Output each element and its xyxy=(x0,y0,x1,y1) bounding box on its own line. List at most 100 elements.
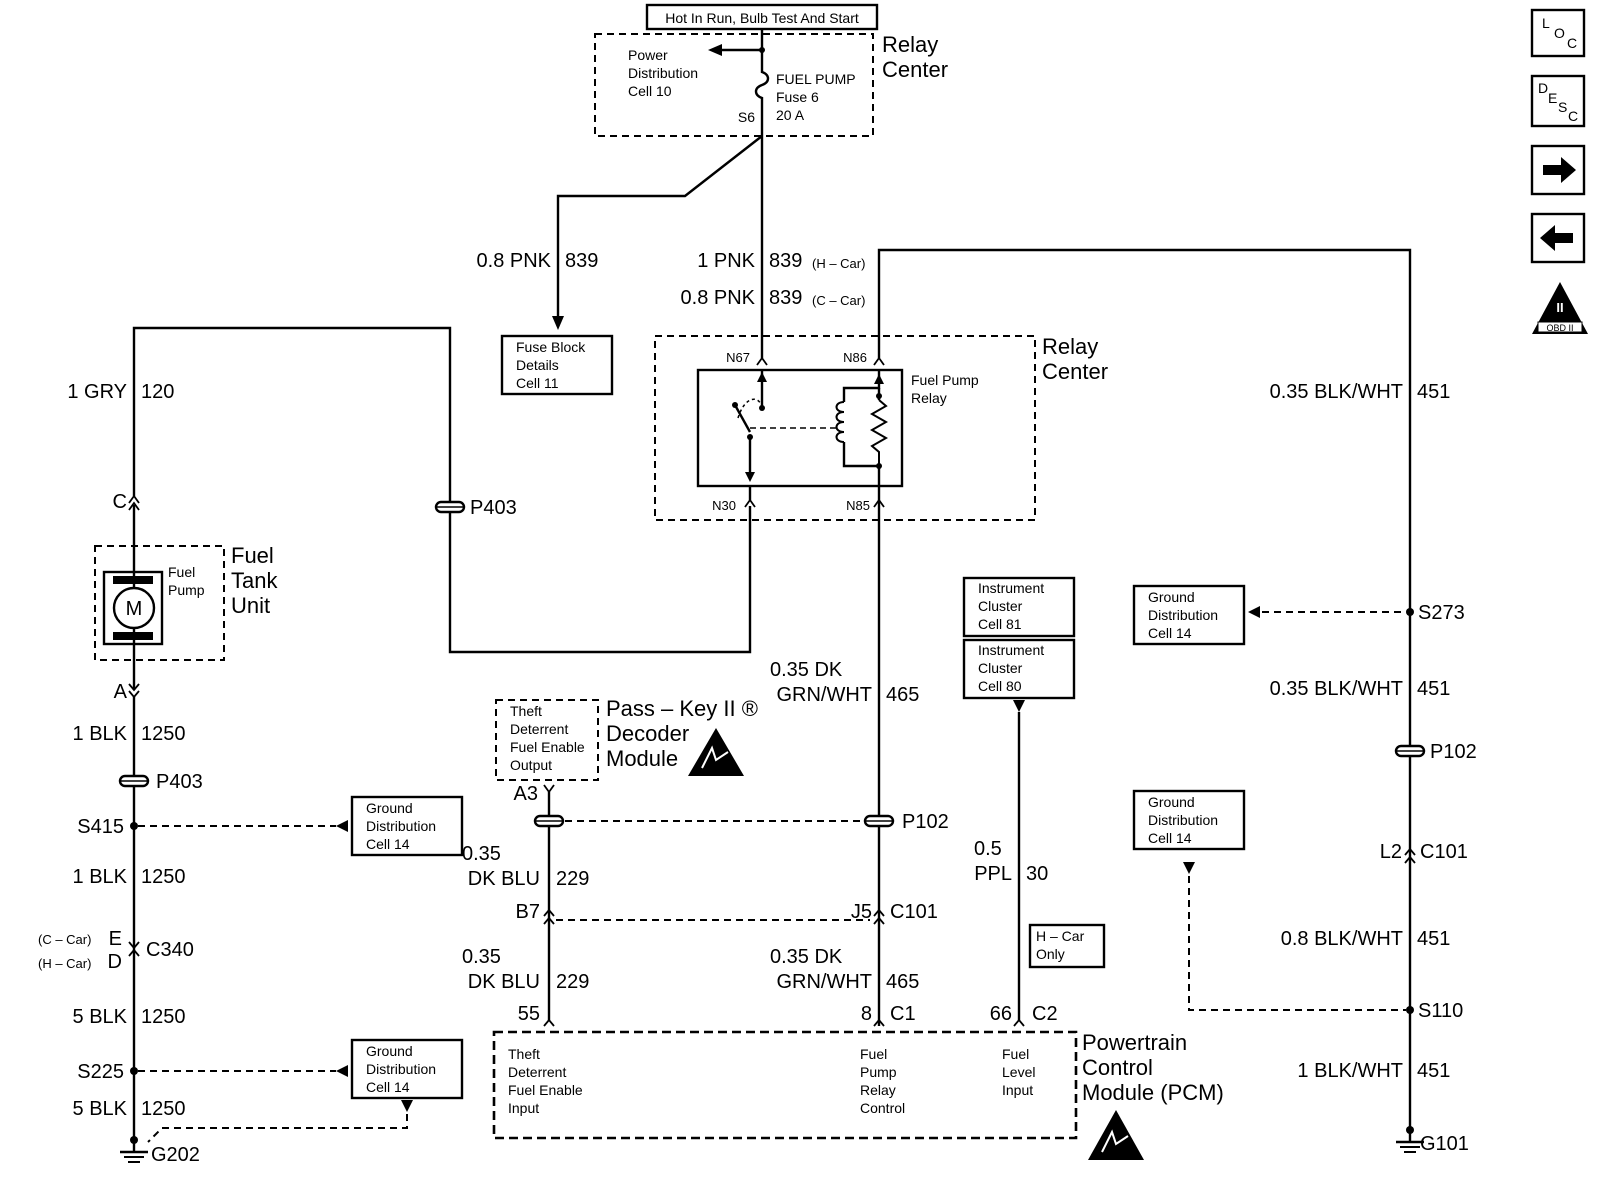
s225-label: S225 xyxy=(77,1061,124,1083)
gd4-l1: Ground xyxy=(1148,794,1195,810)
hcar-only-l2: Only xyxy=(1036,946,1065,962)
w839c-num: 839 xyxy=(769,287,802,309)
w451b-num: 451 xyxy=(1417,678,1450,700)
pin-n86: N86 xyxy=(843,350,867,365)
ground-g202-icon xyxy=(120,1150,148,1163)
desc-c: C xyxy=(1568,108,1578,124)
w1250c-size: 5 BLK xyxy=(73,1006,128,1028)
pcm-b2: Pump xyxy=(860,1064,897,1080)
pcm-a4: Input xyxy=(508,1100,539,1116)
fuel-tank-t1: Fuel xyxy=(231,543,274,568)
w839c-size: 0.8 PNK xyxy=(681,287,756,309)
relay-center-mid-title2: Center xyxy=(1042,359,1108,384)
pin-55-label: 55 xyxy=(518,1003,540,1025)
passkey-in3: Fuel Enable xyxy=(510,739,585,755)
gd3-l1: Ground xyxy=(1148,589,1195,605)
relay-resistor-icon xyxy=(869,399,889,466)
passkey-t1: Pass – Key II ® xyxy=(606,696,758,721)
fuse-block-details-box[interactable] xyxy=(500,334,614,396)
pin-j5-label: J5 xyxy=(851,901,872,923)
arrow-right-icon xyxy=(1543,157,1576,183)
w465a-size1: 0.35 DK xyxy=(770,659,843,681)
instrument-cluster-80-box[interactable] xyxy=(962,638,1076,700)
g202-label: G202 xyxy=(151,1144,200,1166)
w451d-size: 1 BLK/WHT xyxy=(1297,1060,1403,1082)
ic81-l3: Cell 81 xyxy=(978,616,1022,632)
splice-s110 xyxy=(1406,1006,1414,1014)
pcm-c2: Level xyxy=(1002,1064,1035,1080)
pin-a3-label: A3 xyxy=(514,783,538,805)
fuse-block-l3: Cell 11 xyxy=(516,375,559,391)
pcm-t2: Control xyxy=(1082,1055,1153,1080)
ic81-l1: Instrument xyxy=(978,580,1044,596)
c340-e-note: (C – Car) xyxy=(38,932,91,947)
ic81-l2: Cluster xyxy=(978,598,1023,614)
ic80-l3: Cell 80 xyxy=(978,678,1022,694)
w1250c-num: 1250 xyxy=(141,1006,186,1028)
loc-c: C xyxy=(1567,35,1577,51)
w229b-num: 229 xyxy=(556,971,589,993)
w1250a-size: 1 BLK xyxy=(73,723,128,745)
w30-size1: 0.5 xyxy=(974,838,1002,860)
desc-button[interactable]: D E S C xyxy=(1530,74,1586,128)
passkey-output-box xyxy=(495,699,599,781)
c340-d-note: (H – Car) xyxy=(38,956,91,971)
splice-s273 xyxy=(1406,608,1414,616)
pcm-b4: Control xyxy=(860,1100,905,1116)
p102-connector-b xyxy=(863,814,895,828)
w839a-size: 0.8 PNK xyxy=(477,250,552,272)
p403-label-b: P403 xyxy=(156,771,203,793)
gd4-l3: Cell 14 xyxy=(1148,830,1192,846)
loc-l: L xyxy=(1542,15,1550,31)
motor-label: M xyxy=(126,598,143,620)
ground-distribution-box-4[interactable] xyxy=(1132,789,1246,851)
loc-o: O xyxy=(1554,25,1565,41)
w465a-size2: GRN/WHT xyxy=(776,684,872,706)
s273-label: S273 xyxy=(1418,602,1465,624)
relay-center-top-title1: Relay xyxy=(882,32,938,57)
splice-s415 xyxy=(130,822,138,830)
loc-button[interactable]: L O C xyxy=(1530,8,1586,58)
next-button[interactable] xyxy=(1530,144,1586,196)
gd3-l2: Distribution xyxy=(1148,607,1218,623)
w120-size: 1 GRY xyxy=(67,381,127,403)
w1250b-num: 1250 xyxy=(141,866,186,888)
w229a-num: 229 xyxy=(556,868,589,890)
ground-distribution-box-1[interactable] xyxy=(350,795,464,857)
w839c-note: (C – Car) xyxy=(812,293,865,308)
pin-a-label: A xyxy=(114,681,128,703)
gd1-l3: Cell 14 xyxy=(366,836,410,852)
back-button[interactable] xyxy=(1530,212,1586,264)
header-label: Hot In Run, Bulb Test And Start xyxy=(665,10,859,26)
c1-label: C1 xyxy=(890,1003,916,1025)
w451d-num: 451 xyxy=(1417,1060,1450,1082)
c340-e: E xyxy=(109,928,122,950)
pin-8-label: 8 xyxy=(861,1003,872,1025)
w839b-num: 839 xyxy=(769,250,802,272)
p403-label-a: P403 xyxy=(470,497,517,519)
w465b-num: 465 xyxy=(886,971,919,993)
fuse-block-arrow xyxy=(552,316,564,330)
relay-center-top-title2: Center xyxy=(882,57,948,82)
obd-label: OBD II xyxy=(1546,323,1573,333)
w465b-size1: 0.35 DK xyxy=(770,946,843,968)
fuel-pump-l2: Pump xyxy=(168,582,205,598)
w1250a-num: 1250 xyxy=(141,723,186,745)
motor-icon xyxy=(112,586,156,630)
gd1-l2: Distribution xyxy=(366,818,436,834)
ground-distribution-box-2[interactable] xyxy=(350,1038,464,1100)
pcm-c3: Input xyxy=(1002,1082,1033,1098)
w451a-num: 451 xyxy=(1417,381,1450,403)
instrument-cluster-81-box[interactable] xyxy=(962,576,1076,638)
p403-connector-b xyxy=(118,774,150,788)
relay-label-2: Relay xyxy=(911,390,947,406)
gd4-l2: Distribution xyxy=(1148,812,1218,828)
pdc-label-1: Power xyxy=(628,47,668,63)
s415-label: S415 xyxy=(77,816,124,838)
obd-ii-icon[interactable]: II OBD II xyxy=(1532,282,1588,334)
fuel-tank-t3: Unit xyxy=(231,593,270,618)
ground-distribution-box-3[interactable] xyxy=(1132,584,1246,646)
passkey-in2: Deterrent xyxy=(510,721,568,737)
gd2-l3: Cell 14 xyxy=(366,1079,410,1095)
gd2-l1: Ground xyxy=(366,1043,413,1059)
